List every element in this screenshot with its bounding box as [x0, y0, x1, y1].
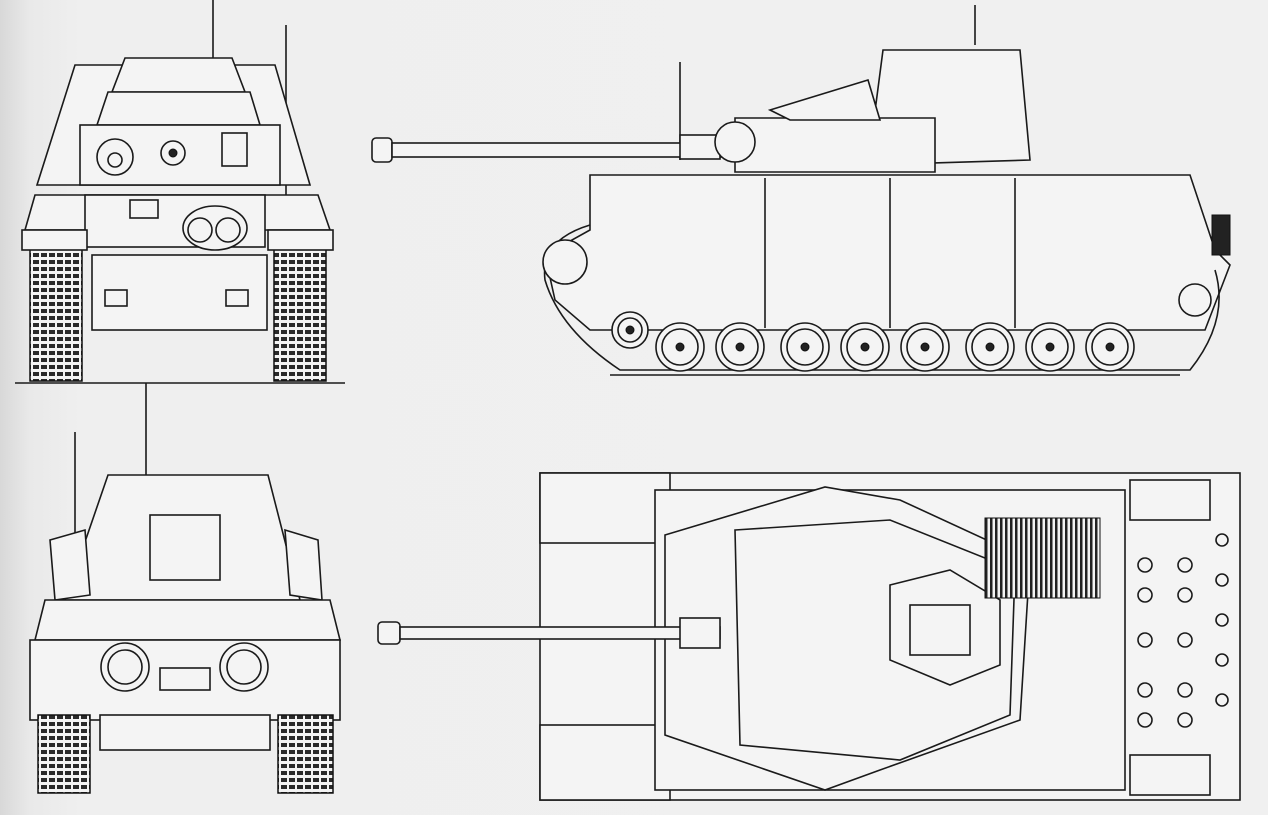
deck-fitting — [1137, 557, 1153, 573]
deck-fitting — [1177, 712, 1193, 728]
deck-fitting — [1177, 557, 1193, 573]
road-wheel-hub — [1105, 342, 1115, 352]
road-wheel-hub — [985, 342, 995, 352]
deck-fitting — [1137, 587, 1153, 603]
road-wheel-rim — [617, 317, 643, 343]
road-wheel-hub — [675, 342, 685, 352]
deck-fitting — [1177, 632, 1193, 648]
deck-fitting — [1137, 682, 1153, 698]
road-wheel-hub — [1045, 342, 1055, 352]
deck-fitting — [1137, 632, 1153, 648]
road-wheel-hub — [860, 342, 870, 352]
road-wheels — [542, 239, 1212, 372]
top-view — [377, 472, 1241, 801]
exhaust-fitting — [1215, 533, 1229, 547]
road-wheel-hub — [800, 342, 810, 352]
deck-fitting — [1137, 712, 1153, 728]
deck-fitting — [1177, 682, 1193, 698]
road-wheel-rim — [721, 328, 759, 366]
idler-wheel — [1178, 283, 1212, 317]
rear-view — [15, 0, 345, 384]
road-wheel-rim — [1091, 328, 1129, 366]
road-wheel-rim — [971, 328, 1009, 366]
exhaust-fitting — [1215, 653, 1229, 667]
road-wheel-rim — [661, 328, 699, 366]
drive-sprocket — [542, 239, 588, 285]
road-wheel-hub — [735, 342, 745, 352]
road-wheel-hub — [920, 342, 930, 352]
road-wheel-rim — [786, 328, 824, 366]
exhaust-fitting — [1215, 613, 1229, 627]
exhaust-fitting — [1215, 573, 1229, 587]
road-wheel-hub — [625, 325, 635, 335]
exhaust-fitting — [1215, 693, 1229, 707]
road-wheel-rim — [1031, 328, 1069, 366]
rear-deck-fittings — [1137, 533, 1229, 728]
road-wheel-rim — [906, 328, 944, 366]
deck-fitting — [1177, 587, 1193, 603]
road-wheel-rim — [846, 328, 884, 366]
side-view — [371, 5, 1231, 376]
front-view — [29, 383, 342, 794]
